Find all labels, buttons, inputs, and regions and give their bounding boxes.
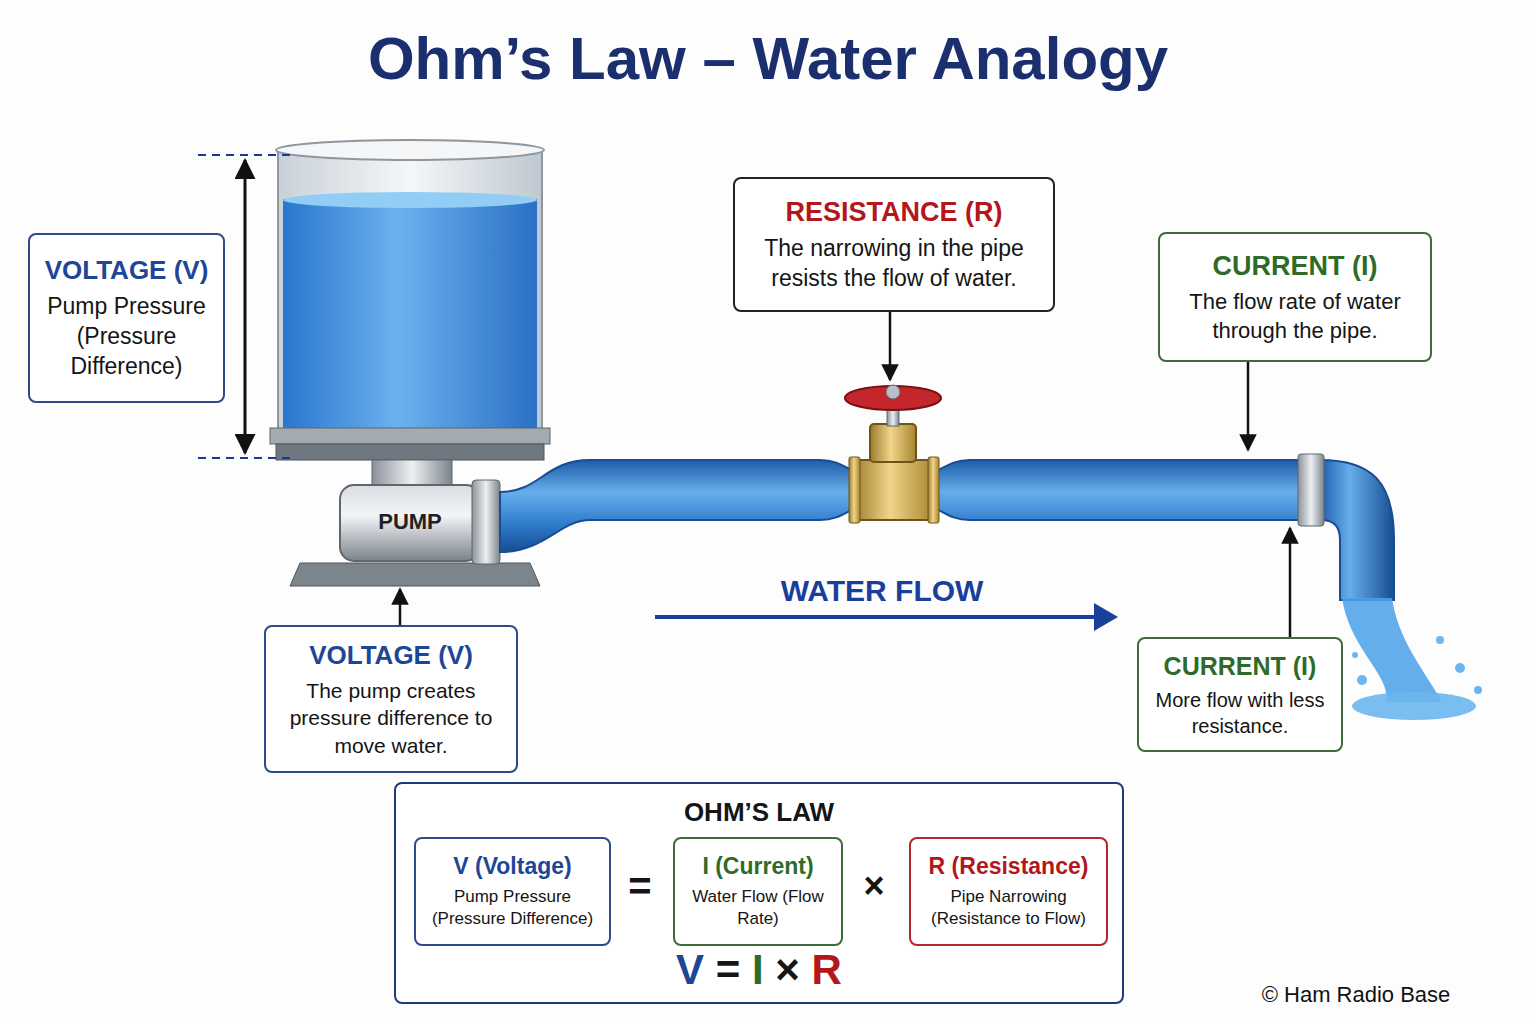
flow-arrow (655, 615, 1098, 619)
water-surface (283, 192, 537, 208)
water-droplet (1357, 675, 1367, 685)
box-heading: RESISTANCE (R) (785, 195, 1002, 230)
valve-ring (928, 457, 939, 523)
text-label: = (628, 864, 651, 909)
text-label: PUMP (378, 509, 442, 535)
formula-symbol: × (775, 946, 800, 993)
formula-symbol: = (716, 946, 741, 993)
box-body: Pipe Narrowing (Resistance to Flow) (919, 886, 1098, 930)
box-body: Pump Pressure (Pressure Difference) (38, 292, 215, 382)
box-body: V = I × R (396, 943, 1122, 998)
pump-flange (472, 480, 500, 564)
level-line (198, 154, 292, 156)
box-body: The flow rate of water through the pipe. (1168, 288, 1422, 345)
box-heading: V (Voltage) (453, 852, 571, 882)
callout-box: CURRENT (I) The flow rate of water throug… (1158, 232, 1432, 362)
text-label: × (863, 865, 884, 907)
pipe-elbow (1320, 460, 1394, 600)
water-stream (1342, 598, 1442, 702)
tank-water (283, 199, 537, 429)
flow-arrowhead (1094, 603, 1118, 631)
box-heading: CURRENT (I) (1164, 650, 1317, 683)
pump-base (290, 563, 540, 586)
formula-symbol (800, 946, 812, 993)
pipe-flange (1298, 454, 1324, 526)
box-body: Pump Pressure (Pressure Difference) (424, 886, 601, 930)
valve-handwheel (845, 386, 941, 410)
box-body: More flow with less resistance. (1147, 687, 1333, 739)
formula-term-box: V (Voltage) Pump Pressure (Pressure Diffe… (414, 837, 611, 946)
leader-arrow (1247, 362, 1250, 450)
text-label: © Ham Radio Base (1262, 982, 1451, 1008)
box-body: The pump creates pressure difference to … (274, 677, 508, 759)
tank-base (270, 428, 550, 444)
level-line (198, 457, 292, 459)
callout-box: CURRENT (I) More flow with less resistanc… (1137, 637, 1343, 752)
diagram-title: Ohm’s Law – Water Analogy (0, 26, 1536, 92)
water-droplet (1352, 652, 1358, 658)
callout-box: OHM’S LAW V = I × R V (Voltage) Pump Pressu… (394, 782, 1124, 1004)
formula-term-box: R (Resistance) Pipe Narrowing (Resistance… (909, 837, 1108, 946)
box-heading: R (Resistance) (929, 852, 1089, 882)
water-droplet (1436, 636, 1444, 644)
formula-symbol (764, 946, 776, 993)
valve-ring (849, 457, 860, 523)
pump-body (340, 485, 480, 561)
formula-symbol: I (752, 946, 764, 993)
leader-arrow (889, 312, 892, 380)
callout-box: VOLTAGE (V) The pump creates pressure dif… (264, 625, 518, 773)
height-arrow (244, 160, 247, 453)
leader-arrow (1289, 528, 1292, 637)
valve-body (853, 460, 935, 520)
valve-cap (886, 385, 900, 399)
box-body: The narrowing in the pipe resists the fl… (743, 234, 1045, 294)
water-droplet (1474, 686, 1482, 694)
formula-symbol: R (812, 946, 842, 993)
valve-bonnet (870, 424, 916, 462)
formula-term-box: I (Current) Water Flow (Flow Rate) (673, 837, 843, 946)
box-heading: VOLTAGE (V) (309, 639, 473, 673)
formula-symbol: V (676, 946, 704, 993)
leader-arrow (399, 589, 402, 625)
callout-box: VOLTAGE (V) Pump Pressure (Pressure Diffe… (28, 233, 225, 403)
formula-symbol (704, 946, 716, 993)
box-heading: CURRENT (I) (1213, 249, 1378, 284)
callout-box: RESISTANCE (R) The narrowing in the pipe … (733, 177, 1055, 312)
box-heading: I (Current) (702, 852, 813, 882)
water-splash (1352, 692, 1476, 720)
tank-base (276, 444, 544, 460)
tank-rim (276, 140, 544, 160)
water-pipe (500, 460, 1322, 552)
box-heading: VOLTAGE (V) (45, 254, 209, 288)
formula-symbol (740, 946, 752, 993)
box-body: Water Flow (Flow Rate) (683, 886, 833, 930)
box-heading: OHM’S LAW (396, 796, 1122, 830)
tank-glass (278, 150, 542, 432)
water-droplet (1455, 663, 1465, 673)
text-label: WATER FLOW (781, 574, 984, 608)
